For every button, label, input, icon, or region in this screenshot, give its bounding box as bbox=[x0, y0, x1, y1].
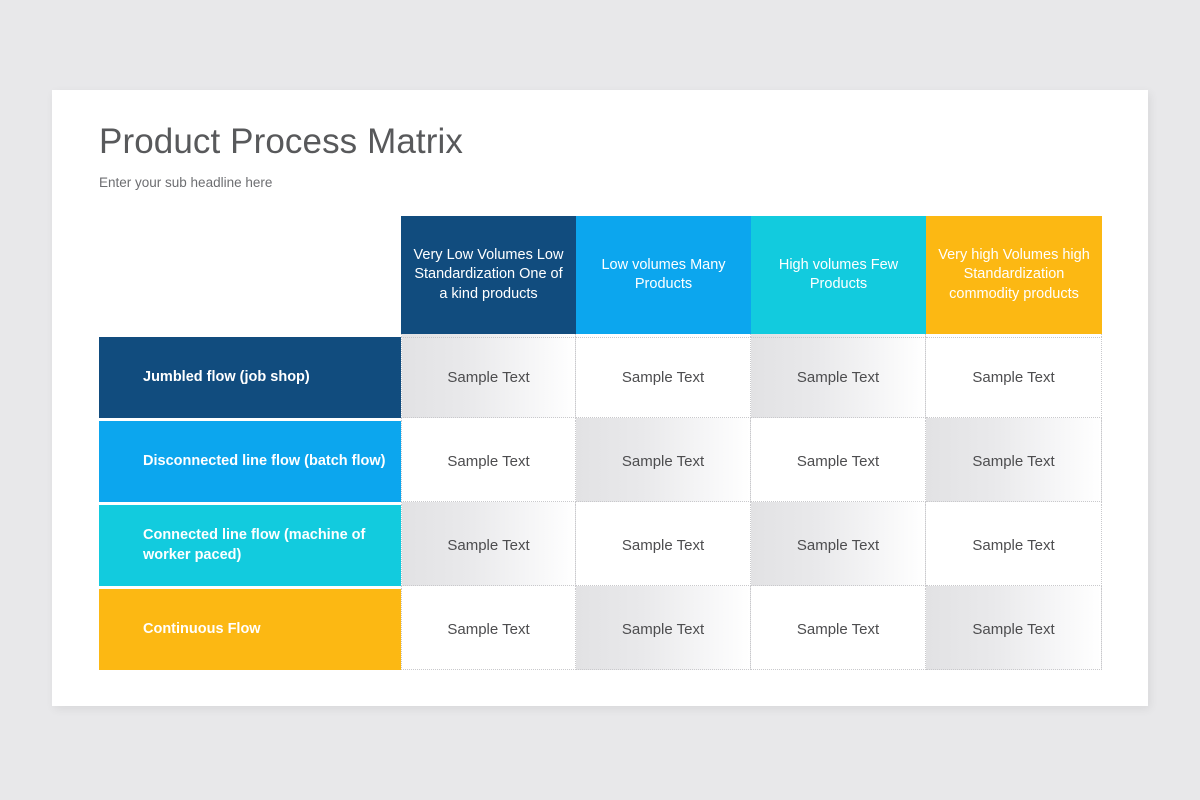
column-header-2[interactable]: Low volumes Many Products bbox=[576, 216, 751, 334]
slide-card: Product Process Matrix Enter your sub he… bbox=[52, 90, 1148, 706]
table-cell[interactable]: Sample Text bbox=[926, 337, 1102, 418]
row-spacer bbox=[99, 334, 401, 337]
product-process-matrix: Very Low Volumes Low Standardization One… bbox=[99, 216, 1102, 670]
grid-spacer-cell bbox=[926, 334, 1102, 337]
row-spacer bbox=[99, 418, 401, 421]
table-cell[interactable]: Sample Text bbox=[751, 337, 926, 418]
table-cell[interactable]: Sample Text bbox=[576, 421, 751, 502]
table-cell[interactable]: Sample Text bbox=[926, 421, 1102, 502]
row-header-2[interactable]: Disconnected line flow (batch flow) bbox=[99, 421, 401, 502]
column-header-1[interactable]: Very Low Volumes Low Standardization One… bbox=[401, 216, 576, 334]
grid-spacer-cell bbox=[401, 586, 576, 589]
grid-spacer-cell bbox=[751, 502, 926, 505]
column-header-4[interactable]: Very high Volumes high Standardization c… bbox=[926, 216, 1102, 334]
table-cell[interactable]: Sample Text bbox=[926, 589, 1102, 670]
row-header-4[interactable]: Continuous Flow bbox=[99, 589, 401, 670]
grid-spacer-cell bbox=[751, 418, 926, 421]
column-header-3[interactable]: High volumes Few Products bbox=[751, 216, 926, 334]
table-cell[interactable]: Sample Text bbox=[751, 589, 926, 670]
table-cell[interactable]: Sample Text bbox=[576, 505, 751, 586]
grid-spacer-cell bbox=[401, 334, 576, 337]
matrix-grid: Very Low Volumes Low Standardization One… bbox=[99, 216, 1102, 670]
table-cell[interactable]: Sample Text bbox=[576, 589, 751, 670]
row-header-1[interactable]: Jumbled flow (job shop) bbox=[99, 337, 401, 418]
grid-spacer-cell bbox=[576, 418, 751, 421]
grid-spacer-cell bbox=[926, 502, 1102, 505]
grid-spacer-cell bbox=[401, 502, 576, 505]
table-cell[interactable]: Sample Text bbox=[576, 337, 751, 418]
grid-spacer-cell bbox=[751, 586, 926, 589]
grid-spacer-cell bbox=[576, 586, 751, 589]
row-spacer bbox=[99, 502, 401, 505]
grid-spacer-cell bbox=[576, 502, 751, 505]
row-spacer bbox=[99, 586, 401, 589]
grid-spacer-cell bbox=[926, 418, 1102, 421]
table-cell[interactable]: Sample Text bbox=[401, 505, 576, 586]
table-cell[interactable]: Sample Text bbox=[401, 337, 576, 418]
table-cell[interactable]: Sample Text bbox=[751, 421, 926, 502]
matrix-corner bbox=[99, 216, 401, 334]
table-cell[interactable]: Sample Text bbox=[926, 505, 1102, 586]
table-cell[interactable]: Sample Text bbox=[751, 505, 926, 586]
grid-spacer-cell bbox=[401, 418, 576, 421]
grid-spacer-cell bbox=[576, 334, 751, 337]
table-cell[interactable]: Sample Text bbox=[401, 421, 576, 502]
grid-spacer-cell bbox=[751, 334, 926, 337]
page-subtitle: Enter your sub headline here bbox=[99, 175, 273, 190]
page-title: Product Process Matrix bbox=[99, 122, 463, 161]
grid-spacer-cell bbox=[926, 586, 1102, 589]
table-cell[interactable]: Sample Text bbox=[401, 589, 576, 670]
row-header-3[interactable]: Connected line flow (machine of worker p… bbox=[99, 505, 401, 586]
